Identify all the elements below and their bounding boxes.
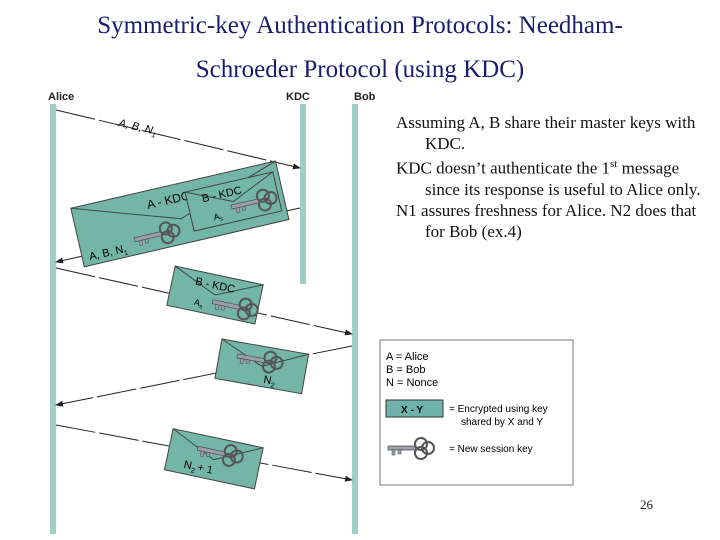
forwarded-envelope: B - KDC As (166, 265, 264, 325)
page-number: 26 (640, 497, 653, 512)
legend-key-desc: = New session key (449, 444, 533, 455)
legend-encrypted-line-2: shared by X and Y (461, 417, 543, 428)
reply-envelope-text: N2+ 1 (182, 459, 214, 479)
note-3: N1 assures freshness for Alice. N2 does … (396, 200, 697, 241)
nonce-envelope: N2 (214, 338, 310, 395)
actor-alice: Alice (48, 91, 74, 103)
title-line-2: Schroeder Protocol (using KDC) (195, 56, 525, 83)
note-1: Assuming A, B share their master keys wi… (396, 113, 696, 153)
kdc-lifeline (300, 104, 306, 284)
actor-kdc: KDC (286, 91, 310, 103)
reply-envelope: N2+ 1 (163, 428, 264, 490)
message-1-arrow (55, 109, 301, 170)
forwarded-envelope-text: As (193, 297, 204, 311)
outer-envelope: A - KDC A, B, N1 B - KDC As (70, 160, 290, 268)
legend-alice: A = Alice (386, 351, 429, 363)
actor-bob: Bob (354, 91, 376, 103)
legend-panel: A = Alice B = Bob N = Nonce X - Y = Encr… (379, 339, 574, 486)
title-line-1: Symmetric-key Authentication Protocols: … (97, 12, 623, 39)
alice-lifeline (50, 104, 56, 534)
notes-panel: Assuming A, B share their master keys wi… (396, 112, 718, 242)
legend-bob: B = Bob (386, 364, 425, 376)
inner-envelope-text: As (212, 210, 223, 224)
legend-nonce: N = Nonce (386, 377, 438, 389)
legend-box-label: X - Y (401, 405, 423, 416)
slide-title: Symmetric-key Authentication Protocols: … (0, 4, 720, 92)
legend-encrypted-line-1: = Encrypted using key (449, 404, 548, 415)
note-2: KDC doesn’t authenticate the 1st message… (396, 158, 701, 199)
legend-encrypted-box (385, 399, 444, 418)
bob-lifeline (352, 104, 358, 534)
inner-envelope: B - KDC As (184, 171, 283, 232)
nonce-envelope-text: N2 (262, 374, 276, 390)
message-1-label: A, B, N1 (116, 117, 158, 140)
